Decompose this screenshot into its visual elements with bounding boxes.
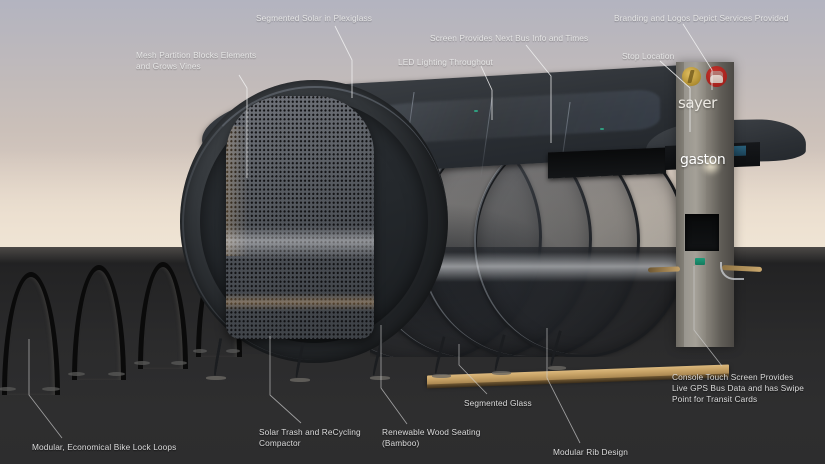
annotation-wood-seating: Renewable Wood Seating (Bamboo) [382, 427, 481, 449]
next-bus-info-screen[interactable] [548, 147, 666, 179]
annotation-mesh-partition: Mesh Partition Blocks Elements and Grows… [136, 50, 257, 72]
annotation-solar-trash: Solar Trash and ReCycling Compactor [259, 427, 361, 449]
rib-foot [290, 378, 310, 382]
annotation-bike-lock-loops: Modular, Economical Bike Lock Loops [32, 442, 177, 452]
rib-foot [492, 371, 511, 375]
mesh-partition-panel [226, 96, 374, 339]
annotation-stop-location: Stop Location [622, 51, 675, 61]
annotation-led-lighting: LED Lighting Throughout [398, 57, 493, 67]
annotation-screen-next-bus: Screen Provides Next Bus Info and Times [430, 33, 589, 43]
mesh-warm-band [226, 293, 374, 311]
annotation-segmented-solar: Segmented Solar in Plexiglass [256, 13, 373, 23]
hoop-rim-highlight [182, 86, 448, 360]
transit-card-swipe-point[interactable] [695, 258, 705, 265]
mesh-horizon-highlight [226, 226, 374, 260]
kiosk-specular-highlight [700, 154, 722, 176]
led-light [600, 128, 604, 130]
rib-foot [432, 374, 451, 378]
transit-bus-logo-icon [706, 66, 727, 87]
service-logo-primary-icon [682, 67, 701, 86]
transit-console-kiosk[interactable]: sayer gaston [647, 62, 763, 347]
kiosk-brand-word-bottom: gaston [680, 152, 726, 168]
led-light [474, 110, 478, 112]
annotation-modular-rib: Modular Rib Design [553, 447, 629, 457]
annotation-branding-logos: Branding and Logos Depict Services Provi… [614, 13, 789, 23]
annotation-segmented-glass: Segmented Glass [464, 398, 532, 408]
kiosk-touch-screen[interactable] [685, 214, 719, 251]
rib-foot [548, 366, 566, 370]
mesh-perforation-pattern [226, 96, 374, 339]
kiosk-brand-word-top: sayer [678, 94, 717, 112]
bus-shelter [180, 64, 807, 389]
rib-foot [206, 376, 226, 380]
rib-foot [370, 376, 390, 380]
annotation-console-touch-screen: Console Touch Screen Provides Live GPS B… [672, 372, 804, 405]
